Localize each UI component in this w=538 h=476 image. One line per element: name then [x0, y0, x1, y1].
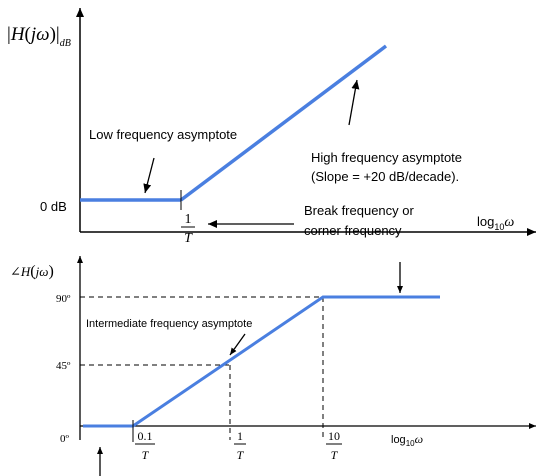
break-frequency-label-line2: corner frequency — [304, 223, 402, 238]
magnitude-x-axis-label: log10ω — [477, 214, 514, 232]
high-frequency-label-line1: High frequency asymptote — [311, 150, 462, 165]
phase-tick-45: 45º — [56, 360, 71, 372]
phase-x-axis-label: log10ω — [391, 432, 423, 448]
break-frequency-label-line1: Break frequency or — [304, 203, 415, 218]
phase-asymptote-line — [83, 295, 440, 428]
x-tick-10-numerator: 10 — [328, 429, 340, 443]
magnitude-plot: |H(jω)|dB 0 dB 1 T Low frequency asympto… — [7, 8, 536, 246]
high-frequency-arrow — [348, 79, 360, 126]
high-frequency-asymptote-line — [179, 44, 388, 202]
zero-db-label: 0 dB — [40, 199, 67, 214]
break-tick-denominator: T — [184, 231, 193, 246]
x-tick-1-numerator: 1 — [237, 429, 243, 443]
phase-plot: ∠H(jω) 90º 45º 0º 0.1 T 1 T 10 T log10ω … — [10, 256, 536, 476]
high-frequency-label-line2: (Slope = +20 dB/decade). — [311, 169, 459, 184]
magnitude-y-axis-label: |H(jω)|dB — [7, 24, 71, 49]
low-frequency-arrow — [143, 157, 155, 194]
intermediate-arrow — [229, 333, 246, 356]
phase-tick-0: 0º — [60, 433, 70, 445]
x-tick-0.1-numerator: 0.1 — [138, 429, 153, 443]
x-tick-10-denominator: T — [331, 448, 339, 462]
x-tick-0.1-denominator: T — [142, 448, 150, 462]
phase-tick-90: 90º — [56, 293, 71, 305]
break-tick-numerator: 1 — [185, 212, 192, 227]
low-frequency-label: Low frequency asymptote — [89, 127, 237, 142]
x-tick-1-denominator: T — [237, 448, 245, 462]
phase-y-axis-label: ∠H(jω) — [10, 263, 54, 280]
intermediate-frequency-label: Intermediate frequency asymptote — [86, 318, 252, 330]
